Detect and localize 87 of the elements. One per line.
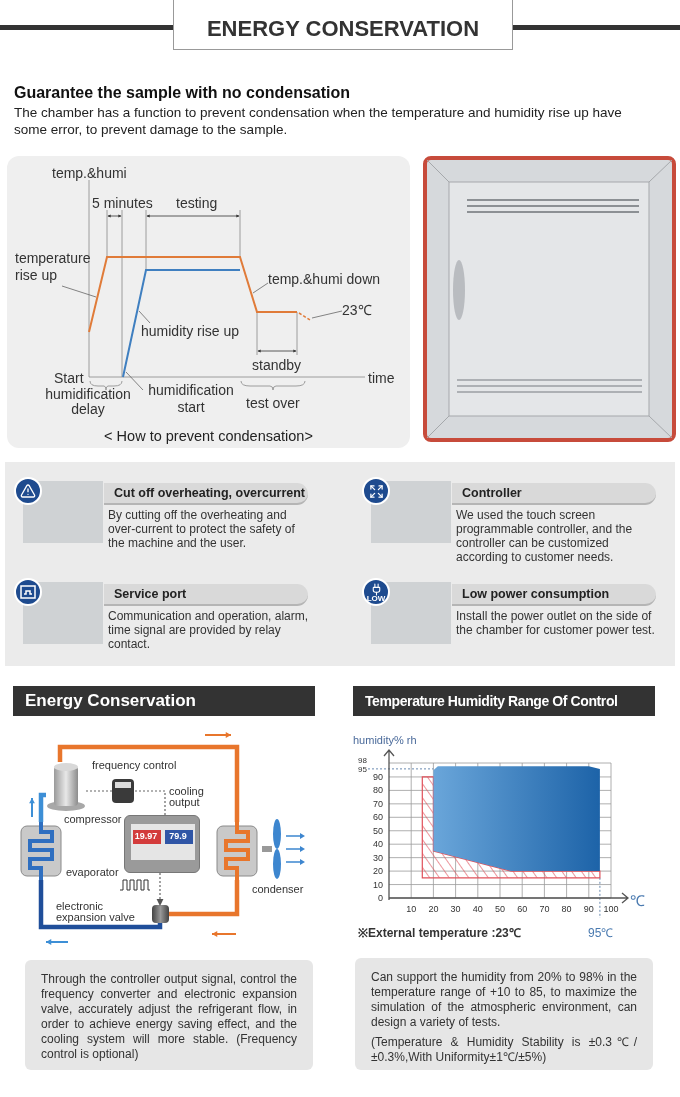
axis-title: humidity% rh (353, 733, 417, 748)
feature-description: Communication and operation, alarm, time signal are provided by relay contact. (108, 609, 310, 651)
tick-label: 10 (405, 904, 418, 914)
tick-label: 20 (427, 904, 440, 914)
refrigerant-pipe (38, 880, 163, 930)
leader-line (61, 285, 97, 298)
text-box (355, 958, 653, 1070)
description-text: Through the controller output signal, control the frequency converter and electronic expansion valve, accurately adjust the refrigerant flow, in order to achieve energy saving effect, and the cooling system will more stable. (Frequency control is optional) (41, 972, 297, 1062)
signal-line (85, 790, 113, 792)
graph-panel (7, 156, 410, 448)
part-label: electronic expansion valve (56, 901, 136, 923)
display-reading: 19.97 (133, 830, 159, 842)
tick-label: 60 (516, 904, 529, 914)
signal-line (156, 872, 164, 906)
note-text: 95℃ (588, 925, 614, 942)
leader-line (252, 282, 269, 294)
tick-label: 40 (372, 839, 383, 850)
feature-heading: Cut off overheating, overcurrent (104, 483, 308, 505)
dimension-label: 5 minutes (92, 194, 153, 213)
tick-label: 90 (582, 904, 595, 914)
tick-label: 0 (377, 893, 383, 903)
part-label: frequency control (92, 760, 178, 771)
display-reading: 79.9 (168, 830, 188, 842)
controller-drawing (124, 815, 200, 873)
feature-heading: Service port (104, 584, 308, 606)
section-heading-bar: Temperature Humidity Range Of Control (353, 686, 655, 716)
evaporator-drawing (20, 822, 62, 880)
feature-description: By cutting off the overheating and over-current to protect the safety of the machine and the user. (108, 508, 296, 550)
frequency-converter-drawing (112, 779, 134, 803)
tick-label: 40 (471, 904, 484, 914)
description-text: (Temperature & Humidity Stability is ±0.3℃/±0.3%,With Uniformity±1℃/±5%) (371, 1035, 637, 1065)
badge-text: LOW (365, 594, 387, 603)
tick-label: 30 (372, 852, 383, 863)
tick-label: 80 (560, 904, 573, 914)
annotation-text: temp.&humi down (268, 271, 393, 289)
condenser-drawing (216, 822, 258, 880)
brace-label: test over (246, 394, 300, 413)
brace-label: humidification delay (44, 387, 132, 417)
note-text: ※External temperature :23℃ (358, 925, 521, 942)
feature-description: Install the power outlet on the side of the chamber for customer power test. (456, 609, 656, 637)
axis-label: Start (54, 369, 84, 388)
feature-heading: Low power consumption (452, 584, 656, 606)
tick-label: 20 (372, 866, 383, 877)
part-label: evaporator (66, 867, 120, 878)
refrigerant-pipe (38, 792, 46, 822)
valve-drawing (152, 905, 169, 923)
axis-label: time (368, 369, 395, 388)
description-text: The chamber has a function to prevent condensation when the temperature and humidity rise up have some error, to prevent damage to the sample. (14, 104, 623, 138)
annotation-text: 23℃ (342, 302, 376, 320)
tick-label: 10 (372, 879, 383, 890)
dimension-label: testing (176, 194, 218, 213)
tick-label: 70 (538, 904, 551, 914)
description-text: Can support the humidity from 20% to 98% in the temperature range of +10 to 85, to maximize the simulation of the atmospheric environment, can design a variety of tests. (371, 970, 637, 1030)
feature-description: We used the touch screen programmable controller, and the controller can be customized according to customer needs. (456, 508, 634, 564)
tick-label: 70 (372, 798, 383, 809)
section-heading: Guarantee the sample with no condensation (14, 83, 351, 103)
chamber-photo-placeholder (423, 156, 676, 442)
annotation-text: temperature rise up (15, 250, 99, 286)
tick-label: 90 (372, 771, 383, 782)
part-label: condenser (252, 884, 305, 895)
feature-heading: Controller (452, 483, 656, 505)
part-label: compressor (64, 814, 120, 825)
annotation-text: humidity rise up (141, 323, 253, 341)
page-title: ENERGY CONSERVATION (173, 0, 513, 50)
compressor-drawing (46, 762, 86, 812)
tick-label: 60 (372, 812, 383, 823)
signal-line (133, 790, 166, 816)
signal-label: cooling output (169, 786, 205, 808)
leader-line (311, 310, 343, 319)
tick-label: 98 (357, 756, 367, 765)
text-box (25, 960, 313, 1070)
axis-label: temp.&humi (52, 164, 127, 183)
refrigerant-pipe (57, 744, 240, 822)
tick-label: 30 (449, 904, 462, 914)
leader-line (125, 371, 144, 391)
tick-label: 50 (494, 904, 506, 914)
dimension-label: standby (252, 356, 302, 375)
tick-label: 80 (372, 785, 383, 796)
leader-line (138, 310, 151, 324)
refrigerant-pipe (169, 880, 240, 917)
annotation-text: humidification start (143, 382, 239, 412)
tick-label: 50 (372, 825, 383, 836)
axis-unit: ℃ (630, 891, 645, 911)
section-heading-bar: Energy Conservation (13, 686, 315, 716)
chart-caption: < How to prevent condensation> (103, 427, 314, 446)
tick-label: 95 (357, 765, 367, 774)
tick-label: 100 (602, 904, 620, 914)
